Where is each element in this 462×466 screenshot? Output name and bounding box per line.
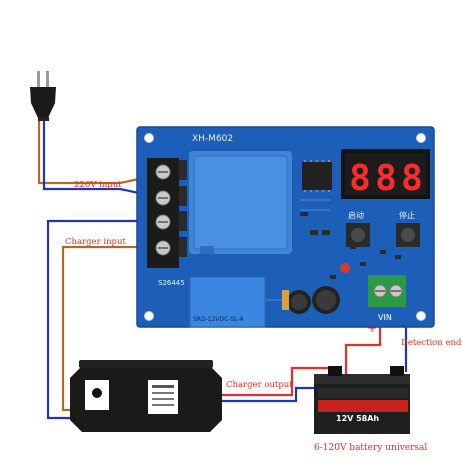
- relay-label: SRD-12VDC-SL-A: [193, 316, 244, 323]
- button-start-label: 启动: [348, 211, 364, 220]
- transformer: [189, 151, 292, 254]
- vin-label: VIN: [378, 313, 392, 322]
- terminal-block: [147, 158, 187, 268]
- power-plug: [30, 71, 56, 121]
- label-minus: -: [401, 318, 406, 333]
- battery-spec-label: 12V 58Ah: [336, 414, 380, 423]
- ic-chip: [302, 160, 332, 192]
- relay: [189, 276, 266, 328]
- label-detection-end: Detection end: [401, 338, 462, 348]
- label-battery-universal: 6-120V battery universal: [314, 443, 428, 453]
- seven-segment-display: [341, 149, 430, 199]
- capacitors: [282, 286, 340, 314]
- label-charger-input: Charger input: [65, 237, 126, 247]
- battery: [314, 366, 410, 434]
- wire-charger-input-blue: [46, 219, 158, 420]
- label-plus: +: [367, 321, 378, 335]
- display-digit-3: 8: [401, 158, 423, 199]
- label-charger-output: Charger output: [226, 380, 293, 390]
- status-led: [340, 263, 350, 273]
- label-220v-input: 220V input: [74, 180, 122, 190]
- board-model-label: XH-M602: [192, 134, 234, 144]
- display-digit-1: 8: [349, 158, 371, 199]
- charger: [70, 360, 222, 432]
- button-stop-label: 停止: [399, 211, 415, 220]
- board-code-label: S26445: [158, 279, 185, 287]
- display-digit-2: 8: [375, 158, 397, 199]
- green-terminal: [368, 275, 406, 307]
- push-buttons: [346, 223, 420, 247]
